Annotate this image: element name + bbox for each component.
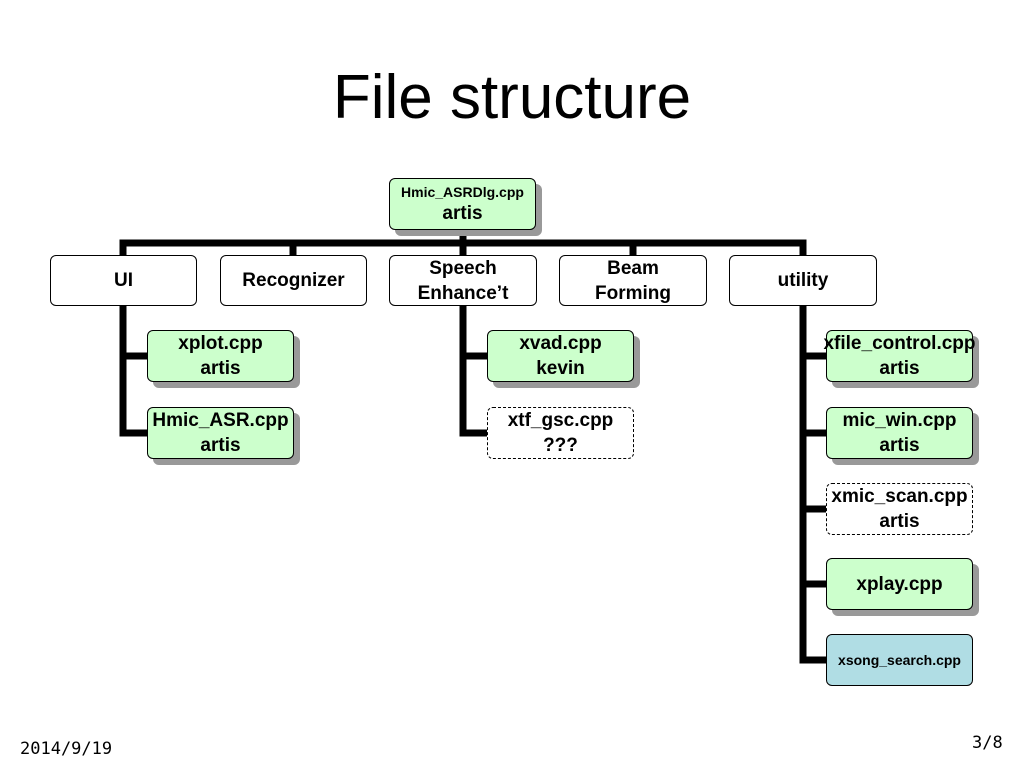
file-node-filename: xmic_scan.cpp [831,486,968,507]
file-node-owner: artis [200,358,241,379]
category-recognizer-label: Recognizer [242,270,345,291]
root-node-hmic-asrdlg: Hmic_ASRDlg.cpp artis [389,178,536,230]
category-ui: UI [50,255,197,306]
category-ui-label: UI [114,270,133,291]
file-node-filename: mic_win.cpp [842,410,957,431]
root-node-owner: artis [442,202,483,224]
file-node-owner: artis [200,435,241,456]
category-utility-label: utility [777,270,829,291]
category-speech-enhancement: Speech Enhance’t [389,255,537,306]
file-node-filename: xplay.cpp [856,573,943,595]
file-node-filename: xvad.cpp [519,333,602,354]
file-node-xmic-scan: xmic_scan.cpp artis [826,483,973,535]
slide-title: File structure [332,63,692,132]
file-node-filename: xplot.cpp [178,333,263,354]
file-node-filename: xfile_control.cpp [823,333,976,354]
file-node-owner: artis [879,435,920,456]
file-node-owner: artis [879,358,920,379]
file-node-xplay: xplay.cpp [826,558,973,610]
file-node-xsong-search: xsong_search.cpp [826,634,973,686]
root-node-filename: Hmic_ASRDlg.cpp [401,183,524,200]
category-speech-line2: Enhance’t [417,282,509,304]
file-node-filename: xtf_gsc.cpp [507,410,614,431]
file-node-owner: ??? [543,435,578,456]
file-node-filename: xsong_search.cpp [838,652,961,668]
file-node-xfile-control: xfile_control.cpp artis [823,330,976,382]
category-speech-line1: Speech [429,257,497,279]
file-node-xtf-gsc: xtf_gsc.cpp ??? [487,407,634,459]
file-node-mic-win: mic_win.cpp artis [826,407,973,459]
file-node-hmic-asr: Hmic_ASR.cpp artis [147,407,294,459]
category-beam-line2: Forming [595,282,671,304]
category-beam-line1: Beam [607,257,659,279]
category-utility: utility [729,255,877,306]
file-node-owner: artis [879,511,920,532]
file-node-owner: kevin [536,358,585,379]
category-beam-forming: Beam Forming [559,255,707,306]
file-node-xplot: xplot.cpp artis [147,330,294,382]
file-node-xvad: xvad.cpp kevin [487,330,634,382]
footer-date: 2014/9/19 [20,739,113,759]
page-number: 3/8 [972,733,1003,753]
file-node-filename: Hmic_ASR.cpp [152,410,289,431]
category-recognizer: Recognizer [220,255,367,306]
